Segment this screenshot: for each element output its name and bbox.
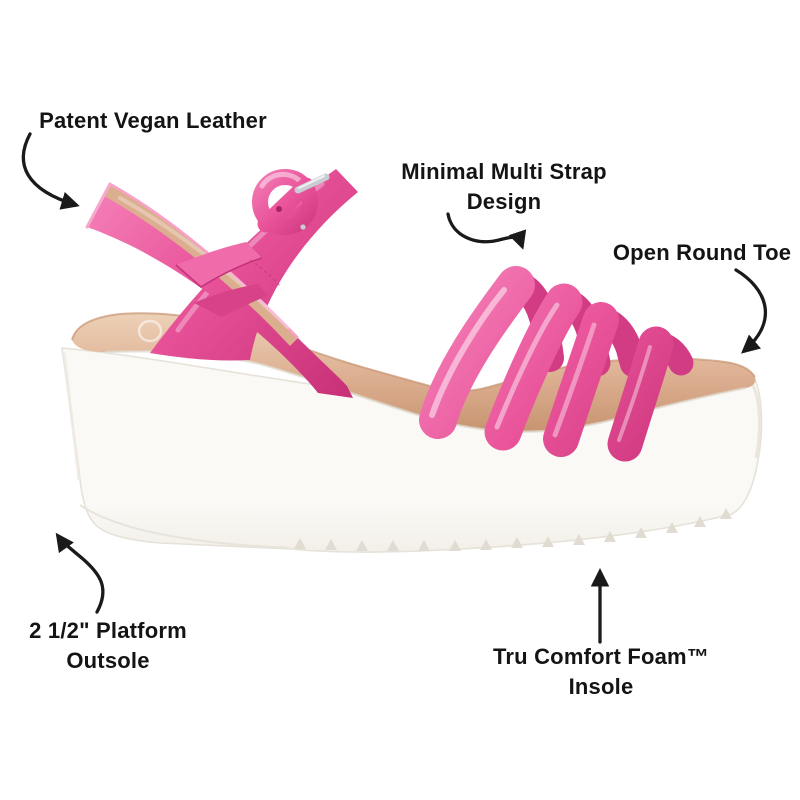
callout-patent-leather: Patent Vegan Leather bbox=[39, 108, 267, 133]
knot-flap-edge bbox=[175, 257, 263, 288]
buckle bbox=[252, 169, 330, 235]
arrow-open-toe bbox=[734, 268, 767, 354]
callout-arrows bbox=[21, 132, 767, 644]
buckle-pin-hole bbox=[276, 206, 282, 212]
toe-strap-2 bbox=[484, 283, 583, 451]
buckle-pin-clip-highlight bbox=[297, 174, 326, 190]
heel-logo bbox=[137, 319, 163, 343]
toe-strap-1 bbox=[419, 266, 535, 439]
toe-strap-3 bbox=[543, 302, 619, 457]
callout-multi-strap: Minimal Multi Strap Design bbox=[401, 159, 607, 214]
toe-strap-gloss bbox=[429, 287, 652, 442]
arrow-platform-outsole bbox=[55, 532, 105, 614]
arrow-multi-strap bbox=[446, 212, 527, 250]
callout-platform-outsole: 2 1/2" Platform Outsole bbox=[29, 618, 187, 673]
buckle-pin-clip bbox=[294, 173, 330, 194]
heel-strap-top-edge bbox=[109, 182, 299, 339]
callout-comfort-insole: Tru Comfort Foam™ Insole bbox=[492, 644, 710, 699]
strap-stitching bbox=[249, 259, 282, 288]
outsole-seam bbox=[79, 504, 291, 549]
buckle-ring bbox=[252, 169, 318, 235]
buckle-ring-gloss bbox=[259, 171, 303, 189]
strap-keeper bbox=[194, 284, 268, 317]
knot-flap bbox=[176, 242, 262, 287]
toe-straps bbox=[419, 266, 694, 462]
platform-toe-edge-shadow bbox=[750, 383, 761, 459]
platform-left-edge-shadow bbox=[62, 351, 81, 481]
heel-strap-lining bbox=[104, 184, 298, 346]
heel-strap-end-edge bbox=[85, 182, 112, 229]
arrow-patent-leather bbox=[21, 132, 80, 210]
heel-strap bbox=[87, 184, 353, 398]
buckle-clip-glint bbox=[300, 224, 306, 230]
toe-strap-4 bbox=[607, 326, 674, 462]
callout-open-toe: Open Round Toe bbox=[612, 240, 792, 265]
platform-outsole bbox=[61, 347, 763, 553]
